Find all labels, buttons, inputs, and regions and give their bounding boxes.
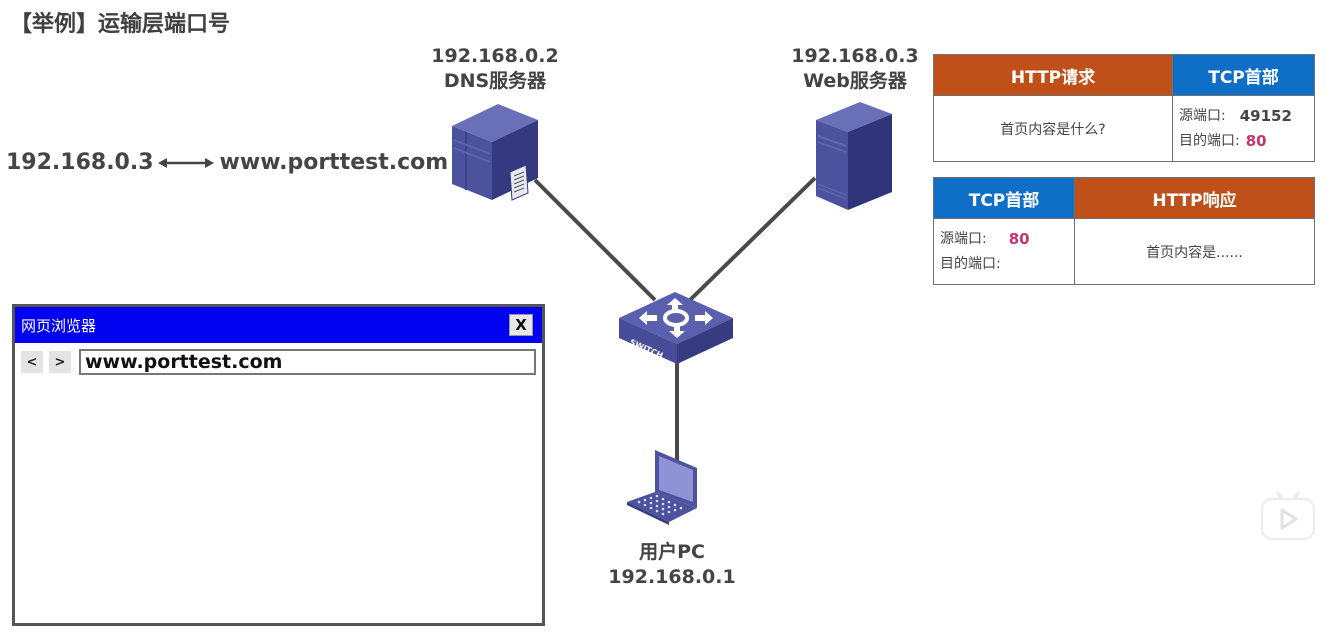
user-pc-name: 用户PC [639,541,705,563]
server-tower-icon[interactable] [812,100,897,212]
http-response-packet: TCP首部 HTTP响应 源端口: 80 目的端口: 首页内容是...... [933,177,1315,285]
switch-icon[interactable]: SWITCH [615,288,737,368]
laptop-icon[interactable] [625,448,703,526]
request-tcp-header: TCP首部 [1172,55,1314,95]
src-port-value: 80 [1008,229,1030,248]
video-play-icon[interactable] [1258,487,1318,543]
browser-window: 网页浏览器 X < > www.porttest.com [12,304,545,626]
dns-server-name: DNS服务器 [443,70,547,92]
src-port-label: 源端口: [940,230,987,247]
request-payload: 首页内容是什么? [934,95,1172,161]
back-button[interactable]: < [21,351,43,373]
request-ports: 源端口: 49152 目的端口: 80 [1172,95,1314,161]
dns-mapping: 192.168.0.3 www.porttest.com [6,150,448,175]
link-dns-switch [533,178,657,302]
http-response-header: HTTP响应 [1074,178,1314,218]
response-tcp-header: TCP首部 [934,178,1074,218]
double-arrow-icon [157,157,214,168]
url-input[interactable]: www.porttest.com [79,349,536,375]
browser-titlebar[interactable]: 网页浏览器 X [15,307,542,343]
server-icon[interactable] [448,100,543,205]
http-request-header: HTTP请求 [934,55,1172,95]
browser-nav: < > www.porttest.com [15,343,542,375]
forward-button[interactable]: > [49,351,71,373]
mapping-domain: www.porttest.com [219,150,449,175]
close-button[interactable]: X [509,314,533,336]
web-server-label: 192.168.0.3 Web服务器 [780,44,930,94]
dst-port-value: 80 [1245,131,1267,150]
link-web-switch [688,176,817,302]
http-request-packet: HTTP请求 TCP首部 首页内容是什么? 源端口: 49152 目的端口: 80 [933,54,1315,162]
web-server-ip: 192.168.0.3 [791,45,919,67]
user-pc-ip: 192.168.0.1 [608,566,736,588]
dst-port-label: 目的端口: [1179,132,1240,149]
response-ports: 源端口: 80 目的端口: [934,218,1074,284]
dns-server-ip: 192.168.0.2 [431,45,559,67]
mapping-ip: 192.168.0.3 [6,150,154,175]
browser-title: 网页浏览器 [21,316,97,335]
response-payload: 首页内容是...... [1074,218,1314,284]
web-server-name: Web服务器 [803,70,907,92]
user-pc-label: 用户PC 192.168.0.1 [597,540,747,590]
src-port-value: 49152 [1239,106,1292,125]
src-port-label: 源端口: [1179,107,1226,124]
slide-title: 【举例】运输层端口号 [10,12,231,37]
dns-server-label: 192.168.0.2 DNS服务器 [420,44,570,94]
dst-port-label: 目的端口: [940,255,1001,272]
